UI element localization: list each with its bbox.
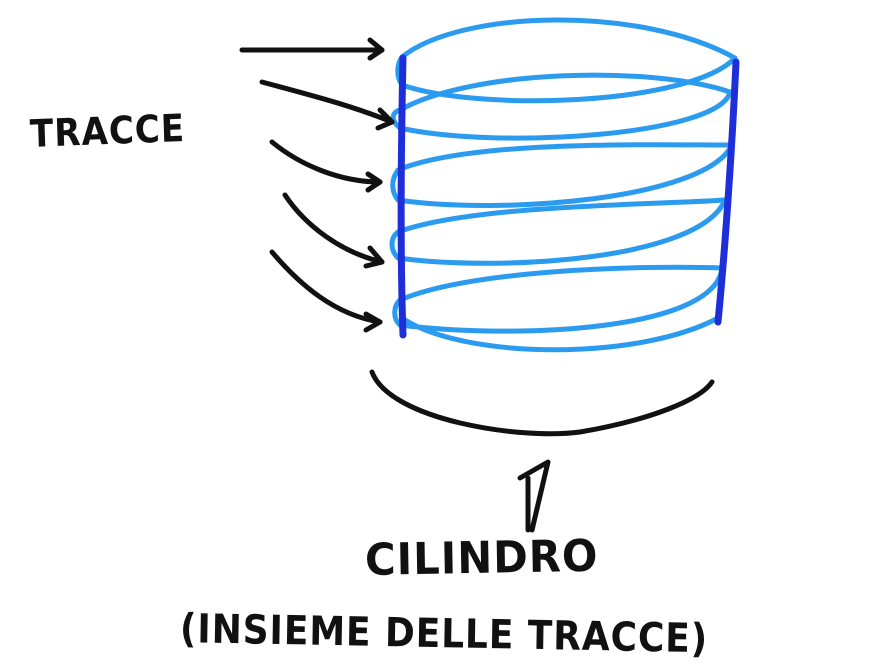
cylinder-tracks [389,17,738,353]
track-5 [392,264,725,334]
track-6 [402,315,721,353]
cilindro-arrow [517,459,551,533]
cylinder-brace [369,369,715,437]
track-arrow-1 [239,37,385,61]
track-arrow-5 [269,249,383,333]
cylinder-right-wall [714,58,740,326]
track-4 [389,197,728,266]
cilindro-label: CILINDRO [364,530,599,586]
track-arrows [239,37,395,333]
cylinder-walls [397,54,740,339]
track-arrow-2 [259,79,395,131]
track-1 [395,17,738,104]
track-arrow-3 [269,139,383,193]
cylinder-left-wall [397,54,407,339]
track-arrow-4 [282,192,385,269]
track-3 [390,142,735,208]
tracce-label: TRACCE [29,105,186,156]
